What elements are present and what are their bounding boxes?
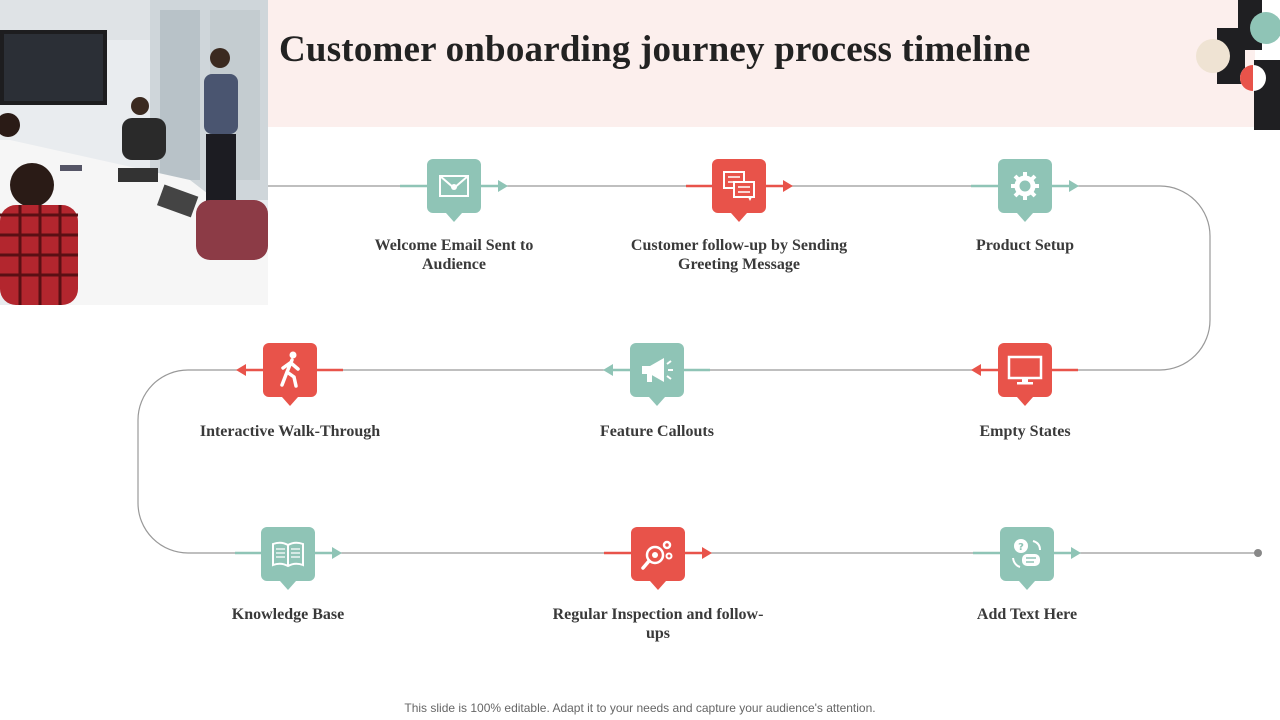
header-band [268, 0, 1255, 127]
walking-person-icon [280, 351, 300, 388]
step-4-label: Empty States [979, 423, 1071, 440]
step-7-label: Knowledge Base [231, 606, 345, 623]
step-4-node [998, 343, 1052, 406]
step-9-label: Add Text Here [976, 606, 1078, 623]
open-book-icon [272, 541, 304, 568]
step-2-label: Customer follow-up by Sending Greeting M… [630, 237, 848, 273]
envelope-icon [439, 175, 469, 197]
decorative-shapes [1196, 0, 1280, 130]
step-8-label: Regular Inspection and follow-ups [552, 606, 764, 642]
monitor-icon [1007, 355, 1043, 385]
step-1-label: Welcome Email Sent to Audience [374, 237, 534, 273]
gear-icon [1011, 172, 1039, 200]
footer-note: This slide is 100% editable. Adapt it to… [404, 701, 876, 715]
speech-bubbles-icon: ? [1012, 539, 1041, 568]
svg-text:?: ? [1018, 542, 1024, 553]
step-5-node [630, 343, 684, 406]
step-7-node [261, 527, 315, 590]
step-3-node [998, 159, 1052, 222]
slide-title: Customer onboarding journey process time… [279, 29, 1031, 70]
magnifier-gears-icon [641, 540, 673, 570]
step-6-label: Interactive Walk-Through [199, 423, 381, 440]
step-5-label: Feature Callouts [600, 423, 714, 440]
step-9-node: ? [1000, 527, 1054, 590]
step-8-node [631, 527, 685, 590]
meeting-photo [0, 0, 268, 305]
step-1-node [427, 159, 481, 222]
step-3-label: Product Setup [976, 237, 1074, 254]
megaphone-icon [642, 358, 673, 382]
step-6-node [263, 343, 317, 406]
chat-bubbles-icon [723, 171, 755, 201]
step-2-node [712, 159, 766, 222]
